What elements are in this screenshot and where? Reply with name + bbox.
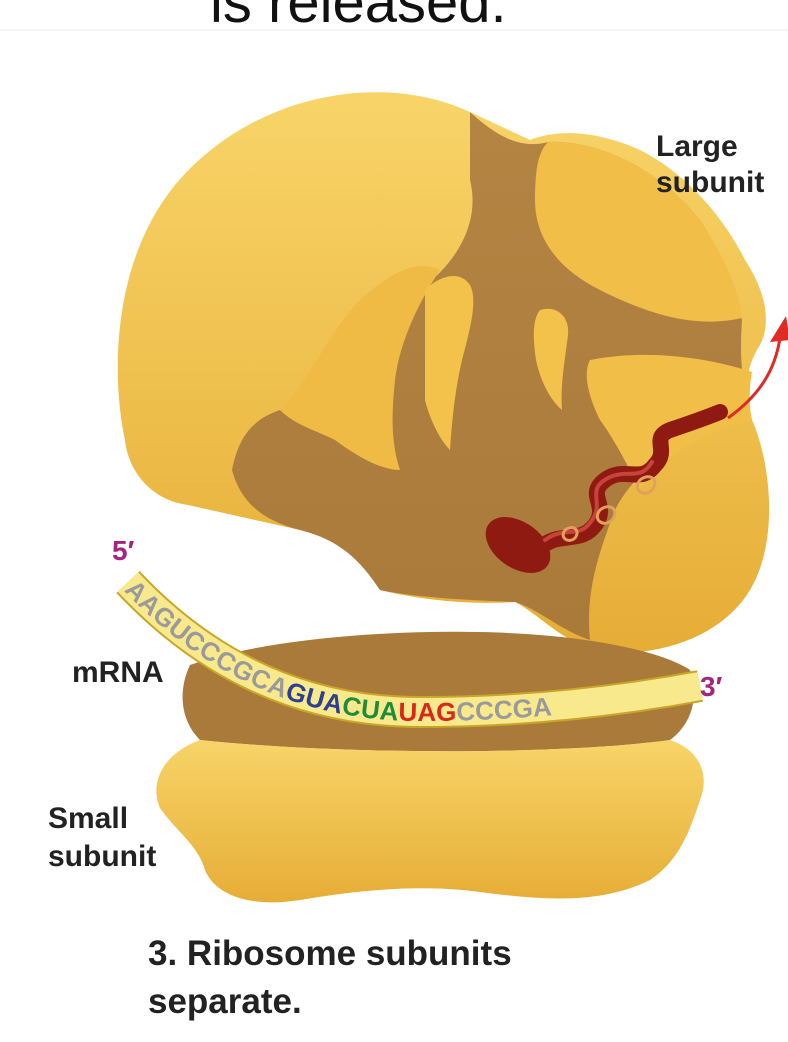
small-subunit-label-line2: subunit [48, 840, 156, 873]
large-subunit-label-line1: Large [656, 130, 738, 163]
step-caption-line2: separate. [148, 978, 708, 1026]
step-caption-line1: 3. Ribosome subunits [148, 930, 708, 978]
mrna-label: mRNA [72, 656, 164, 689]
three-prime-label: 3′ [700, 671, 723, 702]
release-arrow-head [770, 316, 788, 342]
mrna-segment-3: UAG [398, 697, 457, 728]
step-caption: 3. Ribosome subunits separate. [148, 930, 708, 1026]
small-subunit-label-line1: Small [48, 802, 128, 835]
large-subunit-label-line2: subunit [656, 166, 764, 199]
mrna-segment-4: CCCGA [456, 691, 553, 726]
small-subunit-body [156, 740, 703, 902]
five-prime-label: 5′ [112, 535, 135, 566]
